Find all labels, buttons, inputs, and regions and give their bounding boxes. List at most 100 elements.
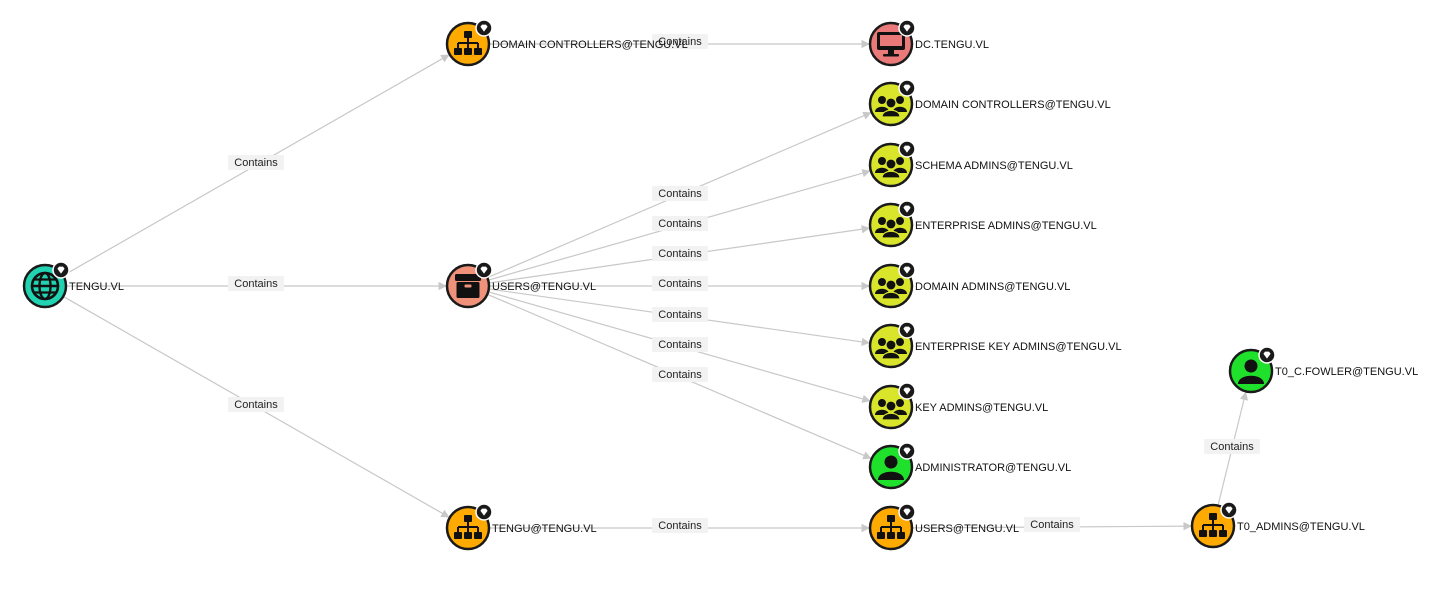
edge-label[interactable]: Contains [652,246,708,261]
edge-label-background [652,186,708,201]
node-label: USERS@TENGU.VL [492,281,596,293]
globe-icon [30,271,60,301]
node-label: KEY ADMINS@TENGU.VL [915,402,1048,414]
node-label: TENGU@TENGU.VL [492,523,597,535]
edge-label-background [1204,439,1260,454]
edge-label[interactable]: Contains [1204,439,1260,454]
user-icon [878,455,904,480]
gem-badge-icon [1220,501,1238,519]
edge-label-background [652,34,708,49]
nodes-layer: TENGU.VL DOMAIN CONTROLLERS@TENGU.VL USERS… [22,19,1418,551]
gem-badge-icon [52,261,70,279]
node-group[interactable]: ENTERPRISE ADMINS@TENGU.VL [868,200,1097,248]
node-ou[interactable]: USERS@TENGU.VL [868,503,1019,551]
edge-label[interactable]: Contains [228,155,284,170]
users-icon [875,217,907,239]
edge-label[interactable]: Contains [652,186,708,201]
edge-label-text: Contains [234,399,278,411]
edge-label-background [228,155,284,170]
node-ou[interactable]: TENGU@TENGU.VL [445,503,597,551]
edge-label-background [652,518,708,533]
node-label: T0_C.FOWLER@TENGU.VL [1275,366,1418,378]
gem-badge-icon [475,19,493,37]
edge-label-text: Contains [658,369,702,381]
node-label: ADMINISTRATOR@TENGU.VL [915,462,1071,474]
org-tree-icon [454,515,482,539]
node-label: DOMAIN CONTROLLERS@TENGU.VL [915,99,1111,111]
edge-label-text: Contains [658,309,702,321]
node-label: T0_ADMINS@TENGU.VL [1237,521,1365,533]
edge-label-text: Contains [658,248,702,260]
edge-label-background [652,307,708,322]
node-user[interactable]: ADMINISTRATOR@TENGU.VL [868,442,1071,490]
computer-icon [877,32,905,57]
edge-labels-layer: ContainsContainsContainsContainsContains… [228,34,1260,533]
edge-label[interactable]: Contains [652,307,708,322]
edge-label[interactable]: Contains [1024,517,1080,532]
gem-badge-icon [898,382,916,400]
edge-label-text: Contains [658,278,702,290]
edge-label[interactable]: Contains [652,34,708,49]
node-label: USERS@TENGU.VL [915,523,1019,535]
node-user[interactable]: T0_C.FOWLER@TENGU.VL [1228,346,1418,394]
edge-label-text: Contains [234,157,278,169]
node-group[interactable]: SCHEMA ADMINS@TENGU.VL [868,140,1073,188]
org-tree-icon [877,515,905,539]
edge-label-text: Contains [234,278,278,290]
edge-label[interactable]: Contains [652,367,708,382]
edge-label-text: Contains [658,339,702,351]
edge-label-background [228,276,284,291]
org-tree-icon [454,31,482,55]
node-group[interactable]: ENTERPRISE KEY ADMINS@TENGU.VL [868,321,1122,369]
edge-label-text: Contains [658,520,702,532]
node-label: DOMAIN CONTROLLERS@TENGU.VL [492,39,688,51]
gem-badge-icon [898,19,916,37]
users-icon [875,399,907,421]
node-label: ENTERPRISE KEY ADMINS@TENGU.VL [915,341,1122,353]
gem-badge-icon [898,261,916,279]
node-group[interactable]: KEY ADMINS@TENGU.VL [868,382,1048,430]
edge-label[interactable]: Contains [228,276,284,291]
users-icon [875,278,907,300]
edge-label-background [228,397,284,412]
gem-badge-icon [475,261,493,279]
node-group[interactable]: DOMAIN CONTROLLERS@TENGU.VL [868,79,1111,127]
users-icon [875,96,907,118]
gem-badge-icon [898,321,916,339]
edge-label[interactable]: Contains [652,216,708,231]
edge-label[interactable]: Contains [228,397,284,412]
edge-label-text: Contains [658,36,702,48]
node-domain[interactable]: TENGU.VL [22,261,124,309]
node-label: ENTERPRISE ADMINS@TENGU.VL [915,220,1097,232]
node-ou[interactable]: T0_ADMINS@TENGU.VL [1190,501,1365,549]
edge-label[interactable]: Contains [652,337,708,352]
edge-label[interactable]: Contains [652,276,708,291]
users-icon [875,338,907,360]
gem-badge-icon [898,503,916,521]
node-label: DOMAIN ADMINS@TENGU.VL [915,281,1070,293]
node-ou[interactable]: DOMAIN CONTROLLERS@TENGU.VL [445,19,688,67]
gem-badge-icon [898,442,916,460]
org-tree-icon [1199,513,1227,537]
edge-label[interactable]: Contains [652,518,708,533]
gem-badge-icon [898,79,916,97]
gem-badge-icon [1258,346,1276,364]
node-label: DC.TENGU.VL [915,39,989,51]
node-label: SCHEMA ADMINS@TENGU.VL [915,160,1073,172]
node-label: TENGU.VL [69,281,124,293]
edge-label-text: Contains [1030,519,1074,531]
gem-badge-icon [475,503,493,521]
edge-label-background [1024,517,1080,532]
node-group[interactable]: DOMAIN ADMINS@TENGU.VL [868,261,1070,309]
user-icon [1238,359,1264,384]
box-icon [455,274,481,298]
edge-label-background [652,246,708,261]
edge-label-text: Contains [658,188,702,200]
node-computer[interactable]: DC.TENGU.VL [868,19,989,67]
edge-label-text: Contains [658,218,702,230]
edge-label-background [652,337,708,352]
gem-badge-icon [898,200,916,218]
edge-label-text: Contains [1210,441,1254,453]
node-container[interactable]: USERS@TENGU.VL [445,261,596,309]
